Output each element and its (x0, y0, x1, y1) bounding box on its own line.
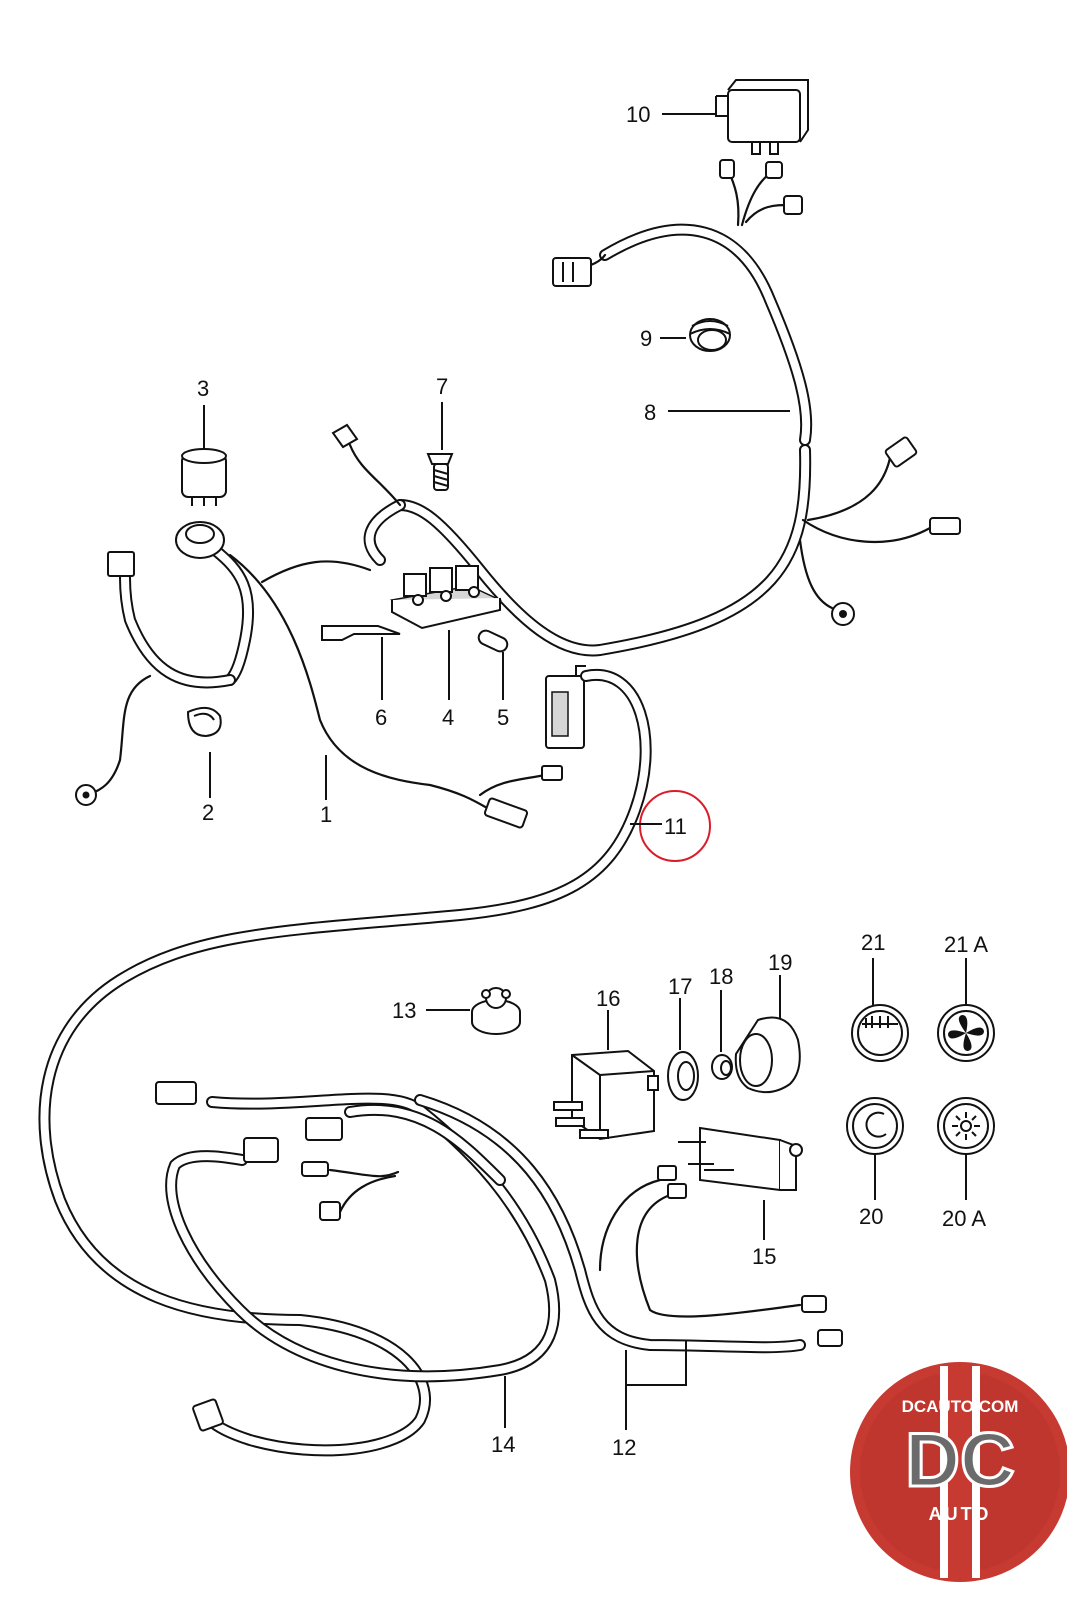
callout-18: 18 (709, 964, 733, 989)
highlight-circle-11 (639, 790, 711, 862)
fuse-box-4 (389, 565, 503, 630)
callout-9: 9 (640, 326, 652, 351)
callout-10: 10 (626, 102, 650, 127)
callout-8: 8 (644, 400, 656, 425)
callout-21a: 21 A (944, 932, 988, 957)
callout-labels: 1 2 3 4 5 6 7 8 9 10 11 12 13 14 15 16 1… (197, 102, 988, 1460)
callout-7: 7 (436, 374, 448, 399)
watermark-bottom-text: AUTO (929, 1504, 992, 1524)
callout-4: 4 (442, 705, 454, 730)
symbol-20a (937, 1097, 995, 1155)
bulb-holder-13 (471, 987, 521, 1035)
callout-20a: 20 A (942, 1206, 986, 1231)
callout-11: 11 (664, 814, 687, 839)
switch-15 (678, 1126, 803, 1192)
callout-14: 14 (491, 1432, 515, 1457)
grommet-9 (689, 318, 731, 352)
relay-10 (715, 79, 809, 155)
fuse-5 (477, 629, 509, 653)
callout-13: 13 (392, 998, 416, 1023)
callout-2: 2 (202, 800, 214, 825)
dcauto-watermark-logo: DCAUTO.COM DC AUTO (850, 1362, 1067, 1582)
harness-12 (414, 1094, 843, 1354)
harness-1 (75, 521, 563, 829)
harness-8 (331, 159, 961, 657)
spacer-18 (711, 1054, 733, 1080)
clamp-2 (186, 706, 222, 738)
symbol-21 (851, 1004, 909, 1062)
callout-12: 12 (612, 1435, 636, 1460)
harness-11 (38, 665, 652, 1457)
callout-17: 17 (668, 974, 692, 999)
harness-14 (155, 1081, 561, 1383)
callout-19: 19 (768, 950, 792, 975)
plate-6 (321, 625, 401, 641)
watermark-monogram: DC (905, 1418, 1015, 1503)
flasher-3 (181, 448, 227, 506)
watermark-top-text: DCAUTO.COM (902, 1397, 1019, 1416)
callout-20: 20 (859, 1204, 883, 1229)
symbol-20 (846, 1097, 904, 1155)
switch-16 (553, 1049, 659, 1141)
callout-6: 6 (375, 705, 387, 730)
callout-21: 21 (861, 930, 885, 955)
symbol-21a (937, 1004, 995, 1062)
nut-17 (667, 1051, 699, 1101)
callout-16: 16 (596, 986, 620, 1011)
callout-5: 5 (497, 705, 509, 730)
callout-3: 3 (197, 376, 209, 401)
callout-1: 1 (320, 802, 332, 827)
screw-7 (426, 453, 454, 491)
callout-15: 15 (752, 1244, 776, 1269)
knob-19 (734, 1016, 801, 1094)
